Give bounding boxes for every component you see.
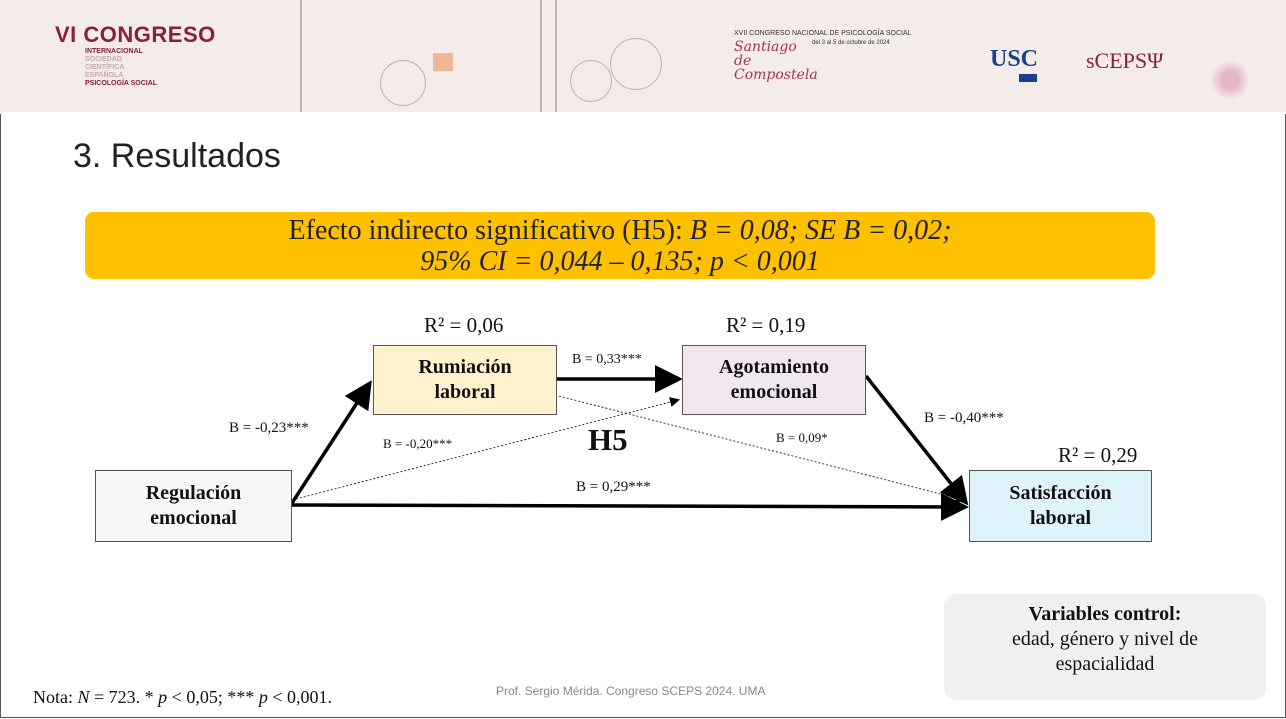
logo-line: ESPAÑOLA [85, 72, 124, 79]
logo-line: SOCIEDAD [85, 56, 122, 63]
santiago-logo: XVII CONGRESO NACIONAL DE PSICOLOGÍA SOC… [734, 30, 912, 82]
arrow-regulacion-rumiacion [290, 380, 372, 504]
control-heading: Variables control: [1028, 603, 1182, 625]
city-name: Santiago de Compostela [734, 39, 818, 83]
pink-dots [1210, 60, 1250, 100]
r2-satisfaccion: R² = 0,29 [1058, 443, 1138, 467]
callout-lead: Efecto indirecto significativo (H5): [288, 215, 690, 246]
coef-rumiacion-agotamiento: B = 0,33*** [572, 352, 642, 367]
coef-regulacion-agotamiento: B = -0,20*** [383, 436, 453, 451]
node-agotamiento-emocional: Agotamiento emocional [682, 345, 866, 415]
decorative-line [540, 0, 542, 112]
note-n: N [77, 687, 90, 707]
note-text: < 0,05; *** [167, 687, 259, 707]
congress-line: XVII CONGRESO NACIONAL DE PSICOLOGÍA SOC… [734, 30, 912, 37]
usc-logo: USC [990, 46, 1039, 84]
slide-title: 3. Resultados [73, 137, 281, 175]
banner-divider [0, 112, 1286, 115]
gear-icon [380, 60, 426, 106]
congress-logo: VI CONGRESO INTERNACIONAL SOCIEDAD CIENT… [55, 22, 216, 88]
r2-rumiacion: R² = 0,06 [424, 313, 504, 337]
arrow-agotamiento-satisfaccion [864, 374, 969, 506]
orange-square [433, 53, 453, 71]
note-text: < 0,001. [267, 687, 332, 707]
node-satisfaccion-laboral: Satisfacción laboral [969, 470, 1152, 542]
note-p: p [258, 687, 268, 707]
control-variables-box: Variables control: edad, género y nivel … [944, 594, 1266, 700]
decorative-line [555, 0, 557, 112]
coef-agotamiento-satisfaccion: B = -0,40*** [924, 410, 1004, 426]
gear-icon [610, 38, 662, 90]
callout-stats-line2: 95% CI = 0,044 – 0,135; p < 0,001 [420, 246, 820, 277]
control-line: espacialidad [1055, 653, 1155, 675]
arrow-regulacion-agotamiento [291, 397, 680, 501]
coef-regulacion-satisfaccion: B = 0,29*** [576, 479, 651, 495]
arrow-regulacion-satisfaccion [291, 492, 969, 521]
node-label-line: laboral [434, 381, 496, 403]
node-rumiacion-laboral: Rumiación laboral [373, 345, 557, 415]
node-label-line: Agotamiento [719, 356, 829, 378]
note-p: p [158, 687, 168, 707]
congress-dates: del 3 al 5 de octubre de 2024 [812, 40, 890, 46]
decorative-line [300, 0, 302, 112]
node-label-line: Satisfacción [1009, 482, 1112, 504]
logo-line: INTERNACIONAL [85, 48, 143, 55]
callout-stats-line1: B = 0,08; SE B = 0,02; [689, 215, 952, 246]
coef-regulacion-rumiacion: B = -0,23*** [229, 420, 309, 436]
coef-rumiacion-satisfaccion: B = 0,09* [776, 430, 828, 445]
usc-text: USC [990, 46, 1039, 72]
header-banner: VI CONGRESO INTERNACIONAL SOCIEDAD CIENT… [0, 0, 1286, 112]
node-regulacion-emocional: Regulación emocional [95, 470, 292, 542]
gear-icon [570, 60, 612, 102]
sceps-logo: sCEPSΨ [1086, 48, 1164, 73]
hypothesis-label: H5 [588, 422, 628, 457]
indirect-effect-callout: Efecto indirecto significativo (H5): B =… [85, 212, 1155, 279]
node-label-line: emocional [150, 507, 237, 529]
r2-agotamiento: R² = 0,19 [726, 313, 806, 337]
note-text: = 723. * [89, 687, 159, 707]
node-label-line: Regulación [145, 482, 242, 504]
usc-box [1019, 74, 1037, 82]
control-line: edad, género y nivel de [1011, 628, 1199, 650]
logo-title: VI CONGRESO [55, 22, 216, 47]
logo-line: CIENTÍFICA [85, 64, 125, 71]
logo-line: PSICOLOGÍA SOCIAL [85, 80, 158, 87]
node-label-line: laboral [1029, 507, 1092, 529]
statistical-note: Nota: N = 723. * p < 0,05; *** p < 0,001… [33, 687, 332, 708]
node-label-line: emocional [730, 381, 818, 403]
node-label-line: Rumiación [418, 356, 512, 378]
note-prefix: Nota: [33, 687, 78, 707]
slide-footer: Prof. Sergio Mérida. Congreso SCEPS 2024… [496, 684, 766, 698]
